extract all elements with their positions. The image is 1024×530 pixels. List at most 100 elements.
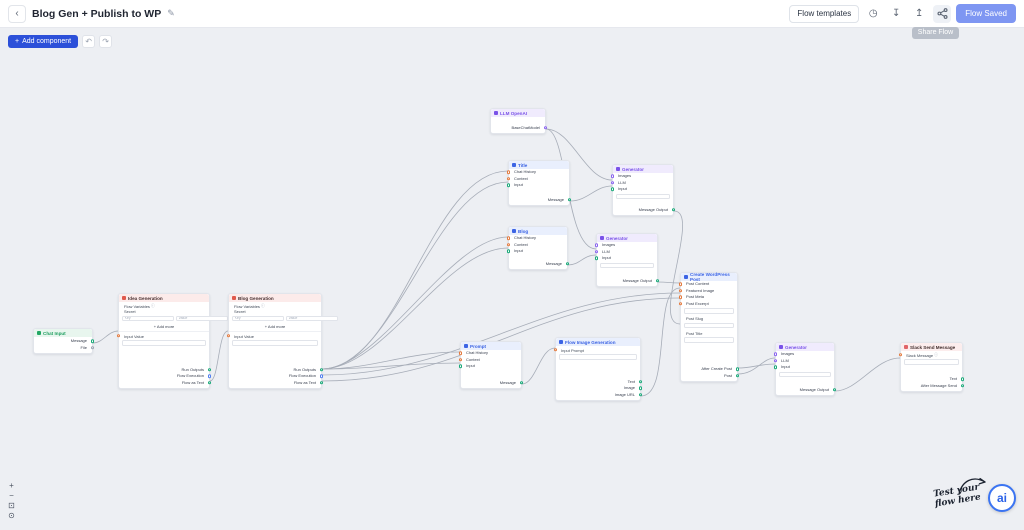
share-button[interactable] [933,4,952,23]
slack-message-field[interactable] [904,359,959,365]
output-port[interactable] [565,262,569,266]
node-generator-blog[interactable]: Generator Images LLM Input Message Outpu… [595,233,659,287]
edge[interactable] [567,254,597,266]
input-port[interactable] [507,249,511,253]
download-button[interactable]: ↧ [887,4,906,23]
input-port[interactable] [507,183,511,187]
add-component-button[interactable]: + Add component [8,35,79,48]
output-port[interactable] [567,198,571,202]
input-port[interactable] [507,243,511,247]
input-port[interactable] [611,181,615,185]
fit-view-button[interactable]: ⊡ [6,501,17,510]
generator-input-field[interactable] [616,193,670,199]
output-port[interactable] [960,377,964,381]
redo-button[interactable]: ↷ [99,35,113,48]
input-port[interactable] [117,333,121,338]
assistant-launcher-button[interactable]: ai [988,484,1016,512]
input-port[interactable] [899,352,903,357]
input-port[interactable] [774,352,778,356]
output-port[interactable] [90,339,94,343]
generator-input-field[interactable] [600,262,654,268]
input-port[interactable] [554,347,558,352]
edge[interactable] [321,362,461,370]
node-blog-prompt[interactable]: Blog Chat History Context Input Message [507,226,569,270]
input-port[interactable] [679,302,683,306]
add-more-link[interactable]: + Add more [264,323,286,329]
edge[interactable] [545,128,613,181]
input-value-field[interactable] [122,340,206,346]
input-port[interactable] [595,243,599,247]
input-port[interactable] [611,174,615,178]
output-port[interactable] [543,126,547,130]
output-port[interactable] [735,367,739,371]
output-port[interactable] [671,208,675,212]
post-slug-field[interactable] [684,322,734,328]
output-port[interactable] [832,388,836,392]
node-prompt[interactable]: Prompt Chat History Context Input Messag… [459,341,523,389]
generator-input-field[interactable] [779,371,831,377]
input-port[interactable] [459,364,463,368]
output-port[interactable] [90,346,94,350]
edge[interactable] [321,181,509,370]
edge[interactable] [737,363,776,369]
value-input[interactable] [176,315,228,321]
input-prompt-field[interactable] [559,354,637,360]
node-chat-input[interactable]: Chat Input Message File [33,328,94,354]
edge[interactable] [321,247,509,370]
node-create-wordpress-post[interactable]: Create WordPress Post Post Content Featu… [679,272,739,382]
node-generator-title[interactable]: Generator Images LLM Input Message Outpu… [611,164,675,216]
output-port[interactable] [655,279,659,283]
output-port[interactable] [207,381,211,385]
input-port[interactable] [679,282,683,286]
value-input[interactable] [286,315,338,321]
output-port[interactable] [207,374,211,378]
input-port[interactable] [595,250,599,254]
edge[interactable] [321,236,509,370]
post-excerpt-field[interactable] [684,308,734,314]
input-port[interactable] [507,236,511,240]
edge[interactable] [321,292,681,376]
flow-canvas[interactable]: + Add component ↶ ↷ Chat Input Message F… [0,28,1024,530]
edge[interactable] [521,347,556,385]
edge[interactable] [209,330,229,382]
input-port[interactable] [459,358,463,362]
input-port[interactable] [507,177,511,181]
input-port[interactable] [227,333,231,338]
node-generator-wp[interactable]: Generator Images LLM Input Message Outpu… [774,342,836,396]
edge[interactable] [670,210,683,325]
undo-button[interactable]: ↶ [82,35,96,48]
output-port[interactable] [319,374,323,378]
edge[interactable] [321,351,461,370]
output-port[interactable] [638,380,642,384]
edge[interactable] [321,170,509,370]
node-llm-openai[interactable]: LLM OpenAI BaseChatModel [490,108,547,134]
key-input[interactable] [122,315,174,321]
post-title-field[interactable] [684,337,734,343]
flow-saved-button[interactable]: Flow Saved [956,4,1016,23]
node-flow-image-generation[interactable]: Flow Image Generation Input Prompt Text … [554,337,642,401]
output-port[interactable] [319,381,323,385]
input-port[interactable] [774,365,778,369]
input-port[interactable] [459,351,463,355]
edge[interactable] [321,297,681,382]
lock-button[interactable]: ⊙ [6,511,17,520]
input-port[interactable] [679,289,683,293]
input-port[interactable] [595,256,599,260]
history-button[interactable]: ◷ [864,4,883,23]
edge[interactable] [737,357,776,375]
edge[interactable] [569,185,613,202]
edge[interactable] [92,330,119,344]
output-port[interactable] [735,374,739,378]
edge[interactable] [640,287,681,397]
add-more-link[interactable]: + Add more [153,323,175,329]
upload-button[interactable]: ↥ [910,4,929,23]
back-button[interactable]: ‹ [8,4,26,23]
node-title-prompt[interactable]: Title Chat History Context Input Message [507,160,571,206]
flow-templates-button[interactable]: Flow templates [789,4,860,23]
zoom-out-button[interactable]: − [6,491,17,500]
zoom-in-button[interactable]: + [6,481,17,490]
edit-title-icon[interactable]: ✎ [167,8,175,18]
output-port[interactable] [638,386,642,390]
